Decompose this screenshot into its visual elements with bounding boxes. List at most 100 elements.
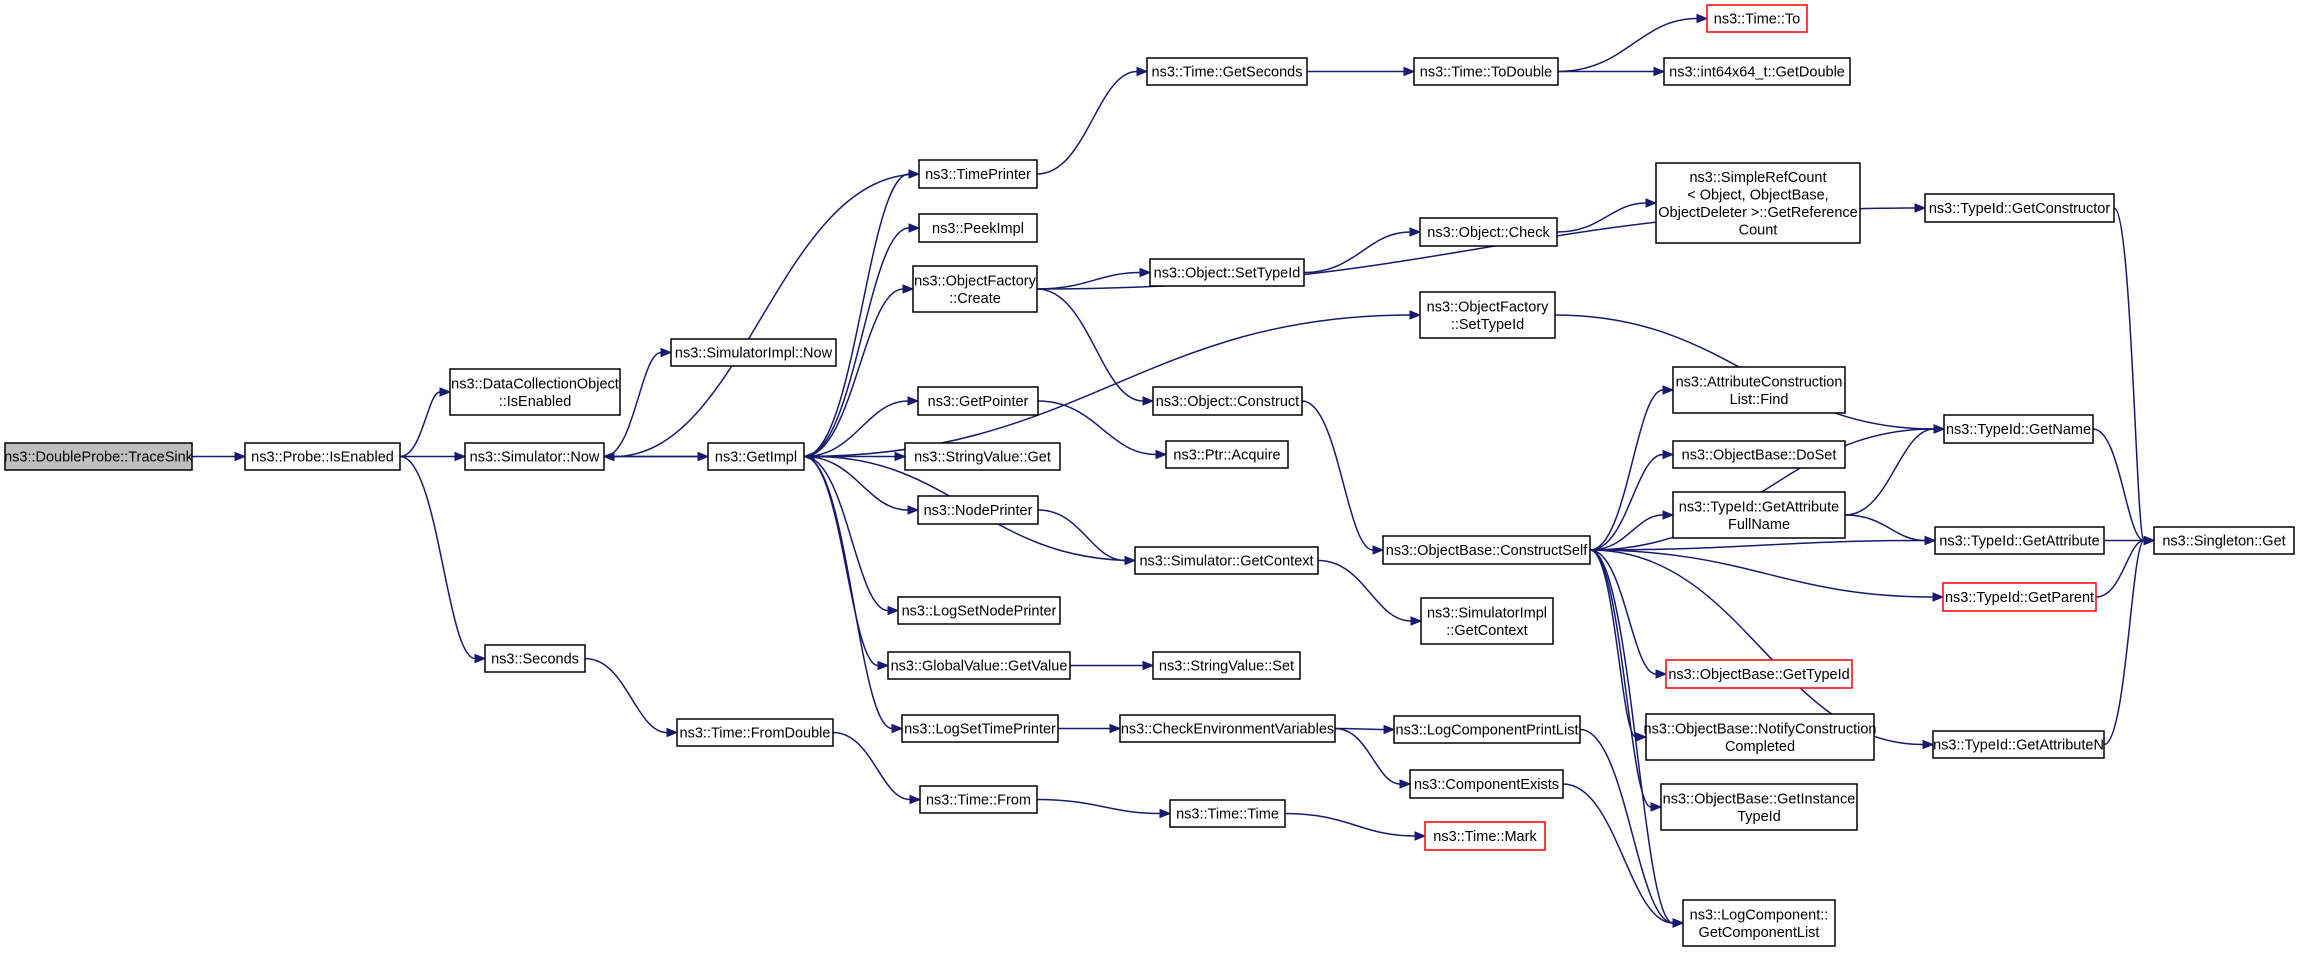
node-label-line: ns3::PeekImpl xyxy=(932,221,1024,237)
node-type-id-get-attribute-n[interactable]: ns3::TypeId::GetAttributeN xyxy=(1932,730,2105,759)
node-label-line: ns3::DataCollectionObject xyxy=(451,376,619,392)
edge-object-check-to-simple-ref-count xyxy=(1556,198,1658,233)
node-label-line: ns3::Time::Time xyxy=(1176,807,1279,823)
node-label-line: List::Find xyxy=(1730,392,1789,408)
node-time-from-double[interactable]: ns3::Time::FromDouble xyxy=(676,718,834,747)
node-sim-get-context[interactable]: ns3::Simulator::GetContext xyxy=(1134,546,1319,575)
node-type-id-get-parent[interactable]: ns3::TypeId::GetParent xyxy=(1942,582,2097,612)
node-box xyxy=(1706,4,1808,33)
node-box xyxy=(1934,526,2105,555)
arrowhead xyxy=(1932,592,1945,602)
node-time-mark[interactable]: ns3::Time::Mark xyxy=(1424,821,1546,851)
node-global-value-get-value[interactable]: ns3::GlobalValue::GetValue xyxy=(887,651,1071,680)
edge-obj-factory-create-to-object-construct xyxy=(1036,288,1155,406)
node-label-line: ns3::DoubleProbe::TraceSink xyxy=(4,450,194,466)
node-log-set-time-printer[interactable]: ns3::LogSetTimePrinter xyxy=(901,714,1059,743)
node-object-check[interactable]: ns3::Object::Check xyxy=(1419,217,1558,247)
node-string-value-get[interactable]: ns3::StringValue::Get xyxy=(904,442,1061,471)
arrowhead xyxy=(1924,535,1937,546)
node-log-comp-print-list[interactable]: ns3::LogComponentPrintList xyxy=(1393,715,1581,744)
edge-get-impl-to-log-set-node-printer xyxy=(803,455,900,616)
node-object-construct[interactable]: ns3::Object::Construct xyxy=(1152,386,1303,416)
node-box xyxy=(464,442,605,471)
node-int64-get-double[interactable]: ns3::int64x64_t::GetDouble xyxy=(1663,57,1851,86)
node-box xyxy=(707,442,805,471)
node-simple-ref-count[interactable]: ns3::SimpleRefCount< Object, ObjectBase,… xyxy=(1655,162,1861,244)
arrowhead xyxy=(1696,13,1709,24)
node-time-printer[interactable]: ns3::TimePrinter xyxy=(918,159,1038,189)
node-type-id-get-constructor[interactable]: ns3::TypeId::GetConstructor xyxy=(1924,193,2115,223)
arrowhead xyxy=(1109,723,1122,734)
arrowhead xyxy=(1142,660,1155,671)
node-label-line: GetComponentList xyxy=(1699,925,1820,941)
node-label-line: ns3::LogSetNodePrinter xyxy=(902,604,1057,620)
node-label-line: ns3::TypeId::GetAttribute xyxy=(1679,499,1839,515)
node-sim-now[interactable]: ns3::Simulator::Now xyxy=(464,442,605,471)
node-check-env-vars[interactable]: ns3::CheckEnvironmentVariables xyxy=(1119,714,1336,743)
node-label-line: ns3::AttributeConstruction xyxy=(1676,374,1843,390)
node-component-exists[interactable]: ns3::ComponentExists xyxy=(1409,769,1564,799)
edge-type-id-get-constructor-to-singleton-get xyxy=(2113,207,2156,546)
node-box xyxy=(1672,491,1846,539)
node-label-line: ns3::Simulator::Now xyxy=(470,450,600,466)
node-log-comp-get-list[interactable]: ns3::LogComponent::GetComponentList xyxy=(1682,899,1836,947)
node-box xyxy=(1663,57,1851,86)
node-object-set-type-id[interactable]: ns3::Object::SetTypeId xyxy=(1149,258,1305,287)
node-obj-base-construct-self[interactable]: ns3::ObjectBase::ConstructSelf xyxy=(1382,535,1591,565)
node-trace-sink[interactable]: ns3::DoubleProbe::TraceSink xyxy=(4,442,194,471)
node-type-id-get-name[interactable]: ns3::TypeId::GetName xyxy=(1943,414,2094,444)
node-label-line: ns3::LogSetTimePrinter xyxy=(904,722,1056,738)
node-node-printer[interactable]: ns3::NodePrinter xyxy=(917,495,1039,525)
node-probe-is-enabled[interactable]: ns3::Probe::IsEnabled xyxy=(244,442,401,471)
edge-time-time-to-time-mark xyxy=(1284,812,1427,841)
node-label-line: ns3::StringValue::Get xyxy=(914,450,1051,466)
node-obj-factory-create[interactable]: ns3::ObjectFactory::Create xyxy=(912,265,1038,313)
node-log-set-node-printer[interactable]: ns3::LogSetNodePrinter xyxy=(897,596,1061,625)
edge-time-to-double-to-int64-get-double xyxy=(1558,66,1666,77)
node-obj-base-notify[interactable]: ns3::ObjectBase::NotifyConstructionCompl… xyxy=(1644,713,1877,761)
node-obj-factory-set-type-id[interactable]: ns3::ObjectFactory::SetTypeId xyxy=(1419,291,1556,339)
node-label-line: FullName xyxy=(1728,517,1790,533)
arrowhead xyxy=(454,451,467,462)
node-peek-impl[interactable]: ns3::PeekImpl xyxy=(918,213,1038,243)
node-string-value-set[interactable]: ns3::StringValue::Set xyxy=(1152,651,1301,680)
node-time-to-double[interactable]: ns3::Time::ToDouble xyxy=(1413,57,1559,86)
node-ptr-acquire[interactable]: ns3::Ptr::Acquire xyxy=(1165,440,1289,469)
arrowhead xyxy=(802,451,815,462)
node-time-to[interactable]: ns3::Time::To xyxy=(1706,4,1808,33)
node-box xyxy=(887,651,1071,680)
node-label-line: Count xyxy=(1739,222,1778,238)
node-singleton-get[interactable]: ns3::Singleton::Get xyxy=(2153,526,2295,555)
node-dco-is-enabled[interactable]: ns3::DataCollectionObject::IsEnabled xyxy=(449,368,621,416)
node-sim-impl-now[interactable]: ns3::SimulatorImpl::Now xyxy=(670,338,837,367)
node-time-from[interactable]: ns3::Time::From xyxy=(919,785,1038,814)
arrowhead xyxy=(1372,545,1385,555)
node-box xyxy=(1413,57,1559,86)
node-box xyxy=(1672,366,1846,414)
node-box xyxy=(1660,783,1858,831)
node-label-line: ns3::Object::Construct xyxy=(1156,394,1299,410)
node-type-id-get-attribute[interactable]: ns3::TypeId::GetAttribute xyxy=(1934,526,2105,555)
node-seconds[interactable]: ns3::Seconds xyxy=(484,644,586,673)
edge-object-construct-to-obj-base-construct-self xyxy=(1301,400,1385,555)
node-layer: ns3::DoubleProbe::TraceSink ns3::Probe::I… xyxy=(4,4,2295,947)
node-box xyxy=(918,213,1038,243)
node-box xyxy=(918,159,1038,189)
node-label-line: ns3::Time::GetSeconds xyxy=(1152,65,1303,81)
node-label-line: ns3::NodePrinter xyxy=(924,503,1033,519)
arrowhead xyxy=(666,727,679,738)
node-time-get-seconds[interactable]: ns3::Time::GetSeconds xyxy=(1146,57,1308,86)
edge-get-impl-to-log-set-time-printer xyxy=(803,455,904,734)
arrowhead xyxy=(1139,267,1152,278)
node-sim-impl-get-context[interactable]: ns3::SimulatorImpl::GetContext xyxy=(1420,597,1554,645)
node-obj-base-do-set[interactable]: ns3::ObjectBase::DoSet xyxy=(1672,440,1846,469)
node-get-pointer[interactable]: ns3::GetPointer xyxy=(917,386,1039,416)
node-obj-base-get-type-id[interactable]: ns3::ObjectBase::GetTypeId xyxy=(1665,659,1853,689)
node-time-time[interactable]: ns3::Time::Time xyxy=(1169,799,1286,828)
arrowhead xyxy=(1672,918,1685,928)
node-get-impl[interactable]: ns3::GetImpl xyxy=(707,442,805,471)
arrowhead xyxy=(1136,66,1149,77)
